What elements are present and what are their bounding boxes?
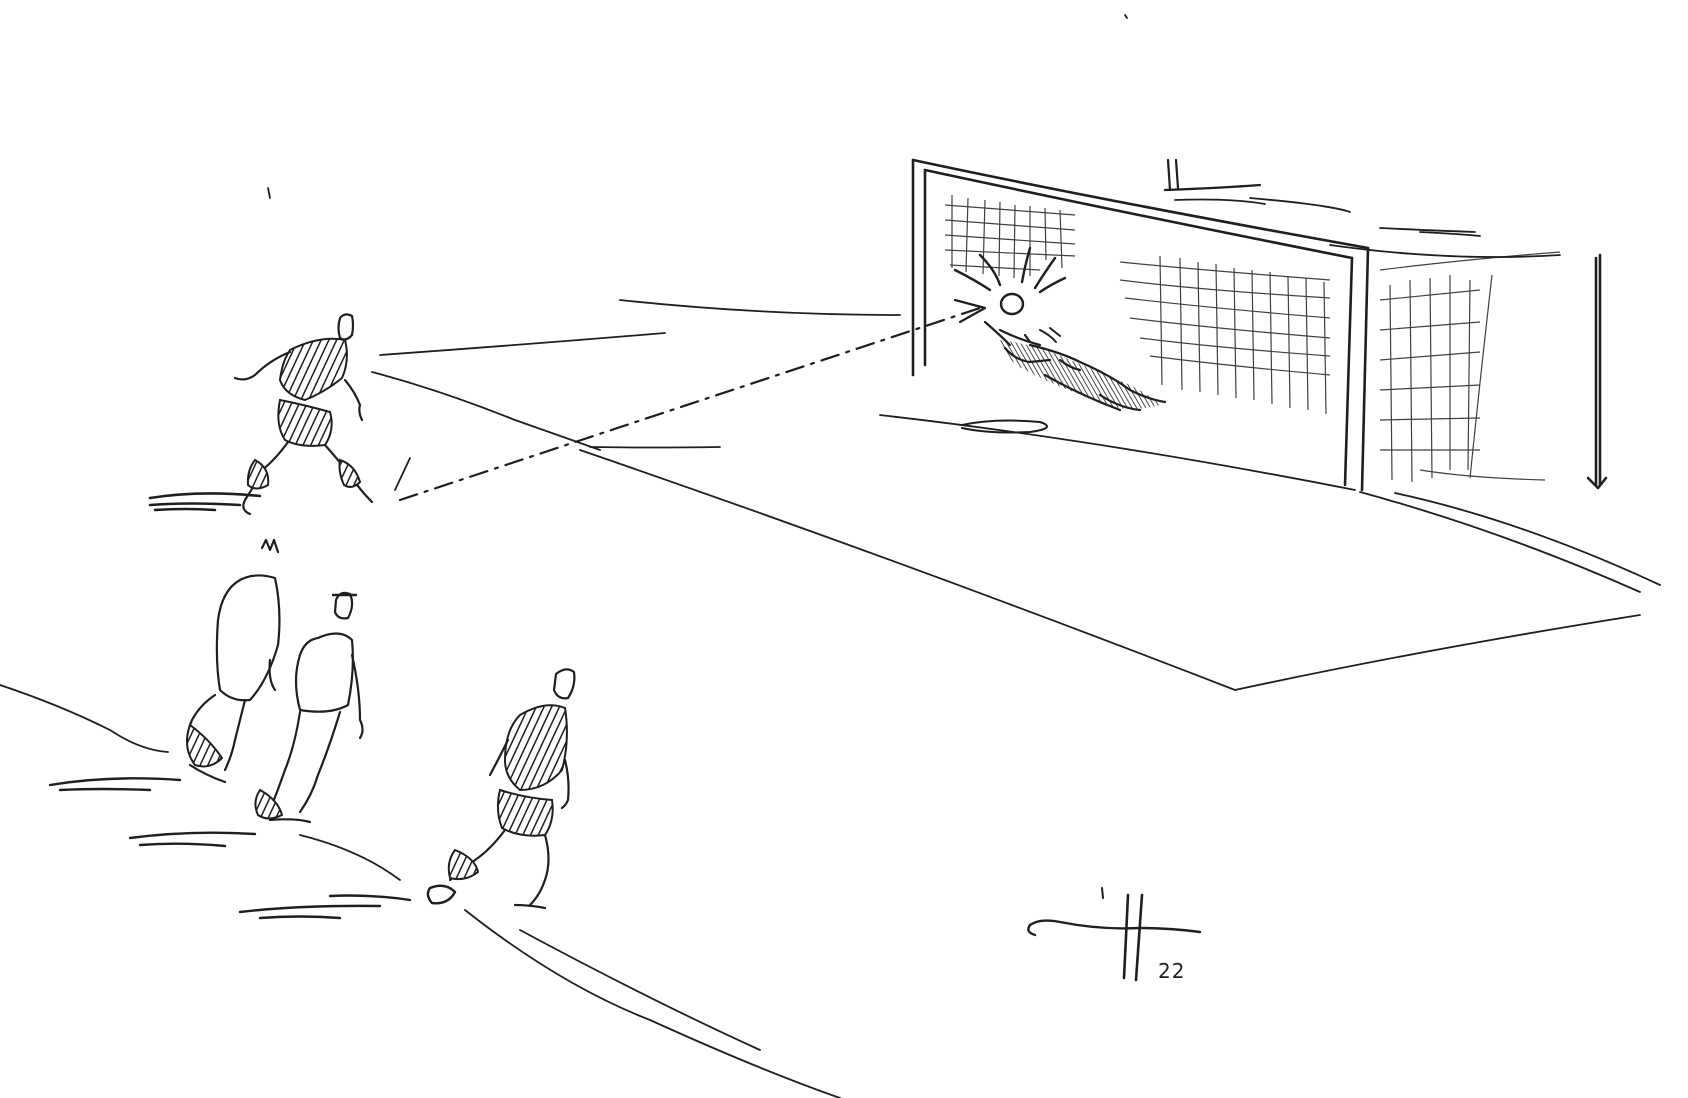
player-white-left bbox=[185, 538, 281, 784]
shot-trajectory bbox=[398, 298, 987, 502]
pitch-lines bbox=[0, 14, 1661, 1098]
ball bbox=[953, 246, 1067, 316]
goalkeeper bbox=[983, 320, 1167, 412]
player-white-center bbox=[254, 591, 364, 824]
goal-frame bbox=[911, 158, 1370, 492]
corner-pole bbox=[1586, 253, 1608, 490]
artist-signature: 22 bbox=[1027, 887, 1202, 983]
goal bbox=[911, 158, 1608, 492]
goal-side-net bbox=[1379, 251, 1561, 483]
goal-net-left bbox=[944, 195, 1076, 279]
shooter-player bbox=[148, 313, 374, 516]
keeper-shadow bbox=[961, 419, 1049, 434]
signature-year: 22 bbox=[1158, 959, 1185, 983]
ground-shadows bbox=[48, 777, 257, 848]
goal-net-right bbox=[1119, 255, 1331, 415]
player-striped-bottom bbox=[238, 668, 576, 920]
